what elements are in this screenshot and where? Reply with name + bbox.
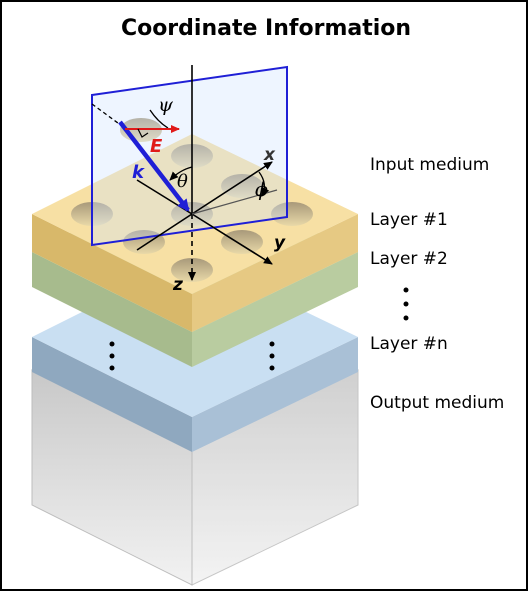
theta-arc — [169, 166, 193, 181]
k-vector — [118, 120, 190, 212]
reference-dashed-line — [91, 103, 123, 127]
diagram-title: Coordinate Information — [120, 16, 412, 41]
layer-n-label: Layer #n — [370, 334, 448, 354]
layer-1-label: Layer #1 — [370, 210, 448, 230]
k-label: k — [132, 162, 145, 183]
hole — [221, 230, 263, 254]
input-medium-label: Input medium — [370, 155, 490, 175]
right-angle-mark — [137, 128, 149, 138]
z-label: z — [172, 275, 183, 295]
psi-label: ψ — [158, 94, 174, 116]
x-label: x — [263, 145, 276, 165]
incidence-plane — [91, 65, 288, 247]
phi-arc — [258, 171, 270, 197]
x-axis-arrow — [191, 161, 273, 215]
layer-ellipsis-left — [109, 341, 115, 371]
layer-ellipsis-right — [403, 287, 409, 321]
neg-x-axis-line — [136, 213, 193, 251]
theta-label: θ — [177, 171, 188, 192]
E-label: E — [150, 136, 163, 157]
phi-label: ϕ — [255, 179, 268, 201]
layer-ellipsis-mid — [269, 341, 275, 371]
output-medium-label: Output medium — [370, 393, 505, 413]
layer-2-label: Layer #2 — [370, 249, 448, 269]
psi-arc — [149, 109, 169, 129]
hole — [271, 202, 313, 226]
y-axis-arrow — [191, 213, 273, 265]
hole — [221, 174, 263, 198]
y-label: y — [274, 233, 286, 253]
